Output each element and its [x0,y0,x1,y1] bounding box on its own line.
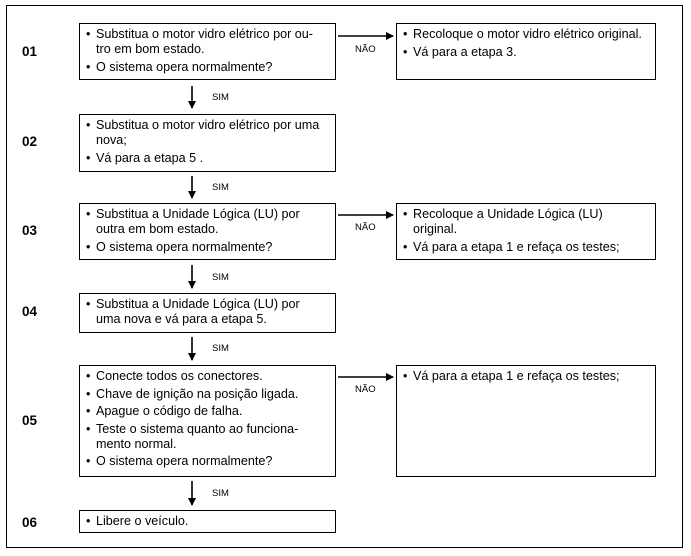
step-01-item-1: Substitua o motor vidro elétrico por ou-… [86,27,329,57]
step-05-item-2: Chave de ignição na posição ligada. [86,387,329,402]
step-03-item-1: Substitua a Unidade Lógica (LU) por outr… [86,207,329,237]
step-05-item-4: Teste o sistema quanto ao funciona- ment… [86,422,329,452]
side-box-01: Recoloque o motor vidro elétrico origina… [396,23,656,80]
step-number-03: 03 [22,223,38,238]
side-03-item-1: Recoloque a Unidade Lógica (LU) original… [403,207,649,237]
yes-label-1: SIM [212,92,229,103]
yes-label-2: SIM [212,182,229,193]
step-number-05: 05 [22,413,38,428]
side-05-item-1: Vá para a etapa 1 e refaça os testes; [403,369,649,384]
yes-label-3: SIM [212,272,229,283]
step-box-01: Substitua o motor vidro elétrico por ou-… [79,23,336,80]
no-label-3: NÃO [355,384,376,395]
diagram-frame [6,5,683,548]
step-06-item-1: Libere o veículo. [86,514,329,529]
step-03-item-2: O sistema opera normalmente? [86,240,329,255]
side-01-item-2: Vá para a etapa 3. [403,45,649,60]
step-01-item-2: O sistema opera normalmente? [86,60,329,75]
side-01-item-1: Recoloque o motor vidro elétrico origina… [403,27,649,42]
step-number-06: 06 [22,515,38,530]
step-05-item-3: Apague o código de falha. [86,404,329,419]
no-label-2: NÃO [355,222,376,233]
step-box-03: Substitua a Unidade Lógica (LU) por outr… [79,203,336,260]
step-04-item-1: Substitua a Unidade Lógica (LU) por uma … [86,297,329,327]
step-02-item-1: Substitua o motor vidro elétrico por uma… [86,118,329,148]
step-box-05: Conecte todos os conectores. Chave de ig… [79,365,336,477]
step-box-06: Libere o veículo. [79,510,336,533]
yes-label-4: SIM [212,343,229,354]
no-label-1: NÃO [355,44,376,55]
side-box-05: Vá para a etapa 1 e refaça os testes; [396,365,656,477]
side-box-03: Recoloque a Unidade Lógica (LU) original… [396,203,656,260]
step-box-02: Substitua o motor vidro elétrico por uma… [79,114,336,172]
step-number-02: 02 [22,134,38,149]
step-number-04: 04 [22,304,38,319]
step-box-04: Substitua a Unidade Lógica (LU) por uma … [79,293,336,333]
step-05-item-5: O sistema opera normalmente? [86,454,329,469]
step-number-01: 01 [22,44,38,59]
side-03-item-2: Vá para a etapa 1 e refaça os testes; [403,240,649,255]
step-05-item-1: Conecte todos os conectores. [86,369,329,384]
step-02-item-2: Vá para a etapa 5 . [86,151,329,166]
yes-label-5: SIM [212,488,229,499]
